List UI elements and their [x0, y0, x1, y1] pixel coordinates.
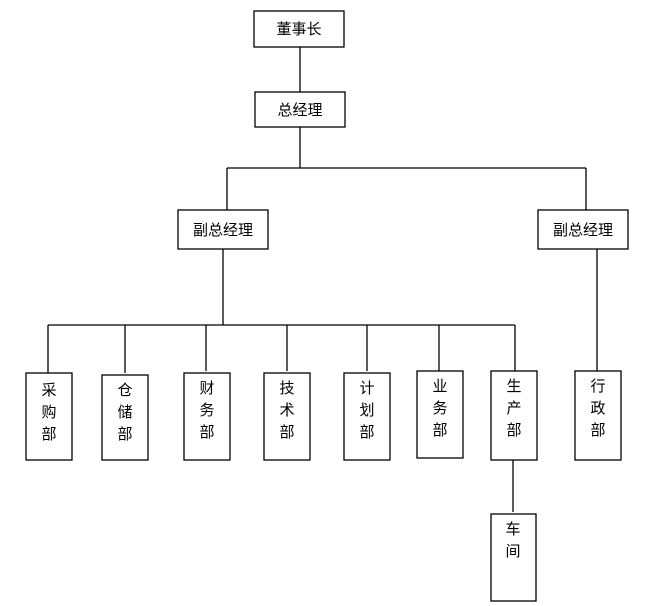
warehouse-dept-node: 仓 储 部: [101, 374, 149, 461]
general-manager-node: 总经理: [254, 91, 346, 128]
production-dept-char-1: 生: [506, 377, 521, 395]
technology-dept-char-1: 技: [279, 379, 294, 397]
technology-dept-node: 技 术 部: [263, 372, 311, 461]
business-dept-char-3: 部: [432, 421, 447, 439]
production-dept-char-3: 部: [506, 421, 521, 439]
planning-dept-char-3: 部: [359, 423, 374, 441]
finance-dept-char-1: 财: [199, 379, 214, 397]
warehouse-dept-char-2: 储: [117, 403, 132, 421]
admin-dept-char-1: 行: [590, 377, 605, 395]
deputy-gm-left-node: 副总经理: [177, 209, 269, 250]
admin-dept-char-2: 政: [590, 399, 605, 417]
planning-dept-char-2: 划: [359, 401, 374, 419]
production-dept-char-2: 产: [506, 399, 521, 417]
admin-dept-char-3: 部: [590, 421, 605, 439]
connectors: [47, 47, 598, 512]
purchasing-dept-char-3: 部: [41, 425, 56, 443]
workshop-char-1: 车: [505, 520, 520, 538]
business-dept-node: 业 务 部: [416, 370, 464, 459]
technology-dept-char-3: 部: [279, 423, 294, 441]
finance-dept-char-2: 务: [199, 401, 214, 419]
purchasing-dept-node: 采 购 部: [25, 372, 73, 461]
business-dept-char-2: 务: [432, 399, 447, 417]
planning-dept-node: 计 划 部: [343, 372, 391, 461]
general-manager-label: 总经理: [277, 101, 322, 119]
planning-dept-char-1: 计: [359, 379, 374, 397]
deputy-gm-right-node: 副总经理: [537, 209, 629, 250]
deputy-gm-left-label: 副总经理: [193, 221, 253, 239]
finance-dept-node: 财 务 部: [183, 372, 231, 461]
finance-dept-char-3: 部: [199, 423, 214, 441]
admin-dept-node: 行 政 部: [574, 370, 622, 461]
warehouse-dept-char-3: 部: [117, 425, 132, 443]
workshop-node: 车 间: [490, 513, 537, 602]
purchasing-dept-char-1: 采: [41, 381, 56, 399]
production-dept-node: 生 产 部: [490, 370, 538, 461]
technology-dept-char-2: 术: [279, 401, 294, 419]
business-dept-char-1: 业: [432, 377, 447, 395]
workshop-char-2: 间: [505, 542, 520, 560]
chairman-node: 董事长: [253, 10, 345, 48]
deputy-gm-right-label: 副总经理: [553, 221, 613, 239]
purchasing-dept-char-2: 购: [41, 403, 56, 421]
warehouse-dept-char-1: 仓: [117, 381, 132, 399]
chairman-label: 董事长: [276, 20, 321, 38]
